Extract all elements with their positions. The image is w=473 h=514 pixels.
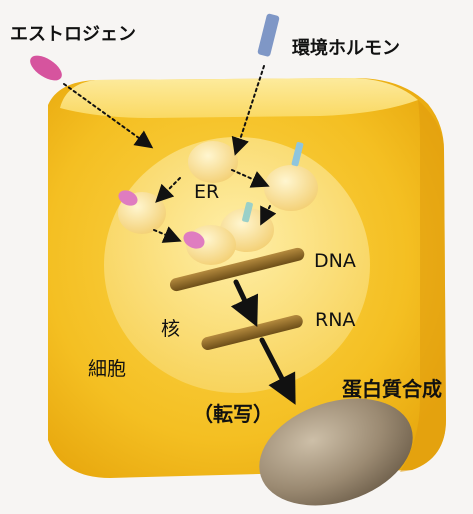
- hormone-capsule-outside: [257, 13, 280, 57]
- cell-label: 細胞: [88, 354, 126, 381]
- cell-top-face: [60, 78, 418, 118]
- estrogen-label: エストロジェン: [10, 20, 136, 46]
- er-label: ER: [194, 181, 219, 203]
- protein-synthesis-label: 蛋白質合成: [342, 373, 442, 402]
- estrogen-molecule-outside: [26, 51, 66, 86]
- transcription-label: （転写）: [193, 398, 273, 427]
- endocrine-disruptor-label: 環境ホルモン: [292, 34, 400, 60]
- nucleus-label: 核: [161, 314, 180, 341]
- dna-label: DNA: [314, 250, 356, 272]
- rna-label: RNA: [315, 309, 355, 331]
